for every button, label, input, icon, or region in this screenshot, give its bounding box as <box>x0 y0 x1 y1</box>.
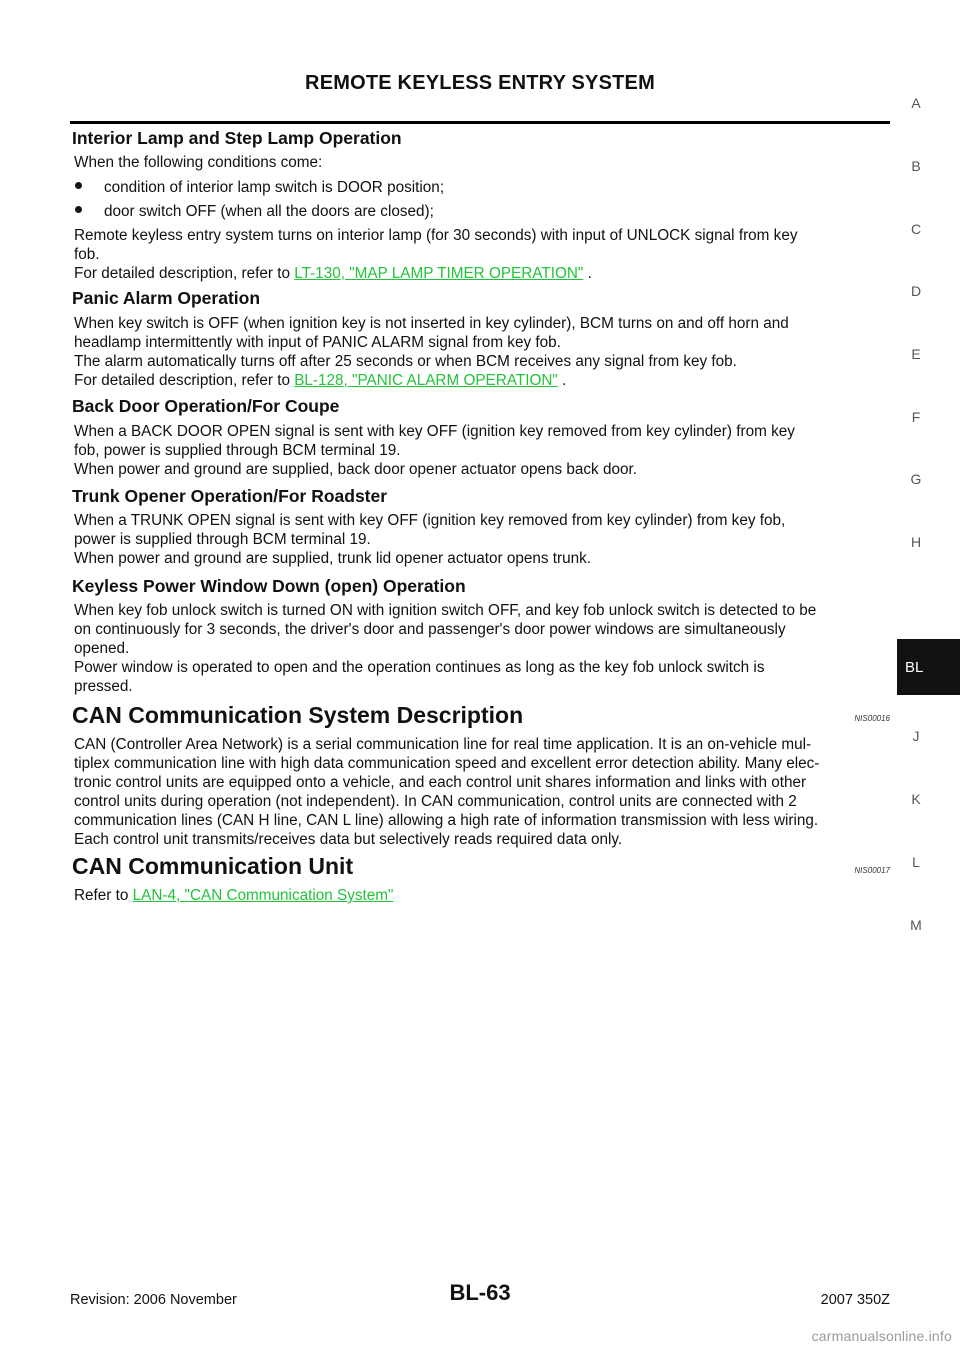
power-window-body-line: on continuously for 3 seconds, the drive… <box>74 621 786 638</box>
section-index-b[interactable]: B <box>911 158 921 174</box>
watermark: carmanualsonline.info <box>811 1328 952 1344</box>
interior-body-line: Remote keyless entry system turns on int… <box>74 227 798 244</box>
power-window-body-line: opened. <box>74 640 130 657</box>
list-item: door switch OFF (when all the doors are … <box>74 202 434 221</box>
section-index-l[interactable]: L <box>912 854 920 870</box>
can-unit-heading: CAN Communication Unit <box>72 853 354 879</box>
trunk-body-line: When a TRUNK OPEN signal is sent with ke… <box>74 512 786 529</box>
section-code: NIS00017 <box>854 866 890 875</box>
panic-body-line: When key switch is OFF (when ignition ke… <box>74 315 789 332</box>
back-door-body-line: fob, power is supplied through BCM termi… <box>74 442 401 459</box>
back-door-heading: Back Door Operation/For Coupe <box>72 396 340 416</box>
footer-revision: Revision: 2006 November <box>70 1292 237 1308</box>
trunk-body-line: When power and ground are supplied, trun… <box>74 550 592 567</box>
section-index-m[interactable]: M <box>910 917 922 933</box>
trunk-opener-heading: Trunk Opener Operation/For Roadster <box>72 486 388 506</box>
bullet-icon <box>74 178 104 197</box>
section-index-f[interactable]: F <box>911 409 921 425</box>
reference-prefix: Refer to <box>74 887 133 904</box>
panic-alarm-heading: Panic Alarm Operation <box>72 288 261 308</box>
section-index-g[interactable]: G <box>910 471 922 487</box>
panic-body-line: headlamp intermittently with input of PA… <box>74 334 561 351</box>
back-door-body-line: When power and ground are supplied, back… <box>74 461 637 478</box>
page-number: BL-63 <box>449 1280 511 1305</box>
trunk-body-line: power is supplied through BCM terminal 1… <box>74 531 371 548</box>
power-window-body-line: pressed. <box>74 678 133 695</box>
reference-prefix: For detailed description, refer to <box>74 265 295 282</box>
can-description-line: tronic control units are equipped onto a… <box>74 774 807 791</box>
reference-suffix: . <box>583 265 592 282</box>
section-index-c[interactable]: C <box>910 221 922 237</box>
footer-model: 2007 350Z <box>820 1292 890 1308</box>
section-index-h[interactable]: H <box>910 534 922 550</box>
section-code: NIS00016 <box>854 714 890 723</box>
interior-reference: For detailed description, refer to LT-13… <box>74 264 890 283</box>
list-item: condition of interior lamp switch is DOO… <box>74 178 444 197</box>
bullet-text: condition of interior lamp switch is DOO… <box>104 179 445 196</box>
bullet-icon <box>74 202 104 221</box>
section-index-bl-active[interactable]: BL <box>897 639 960 695</box>
can-description-line: communication lines (CAN H line, CAN L l… <box>74 812 819 829</box>
reference-prefix: For detailed description, refer to <box>74 372 295 389</box>
panic-reference: For detailed description, refer to BL-12… <box>74 371 890 390</box>
section-index-d[interactable]: D <box>910 283 922 299</box>
power-window-heading: Keyless Power Window Down (open) Operati… <box>72 576 466 596</box>
interior-body-line: fob. <box>74 246 100 263</box>
can-description-line: CAN (Controller Area Network) is a seria… <box>74 736 812 753</box>
map-lamp-timer-link[interactable]: LT-130, "MAP LAMP TIMER OPERATION" <box>294 265 584 282</box>
power-window-body-line: When key fob unlock switch is turned ON … <box>74 602 817 619</box>
section-index-k[interactable]: K <box>911 791 921 807</box>
can-description-line: Each control unit transmits/receives dat… <box>74 831 623 848</box>
section-index-a[interactable]: A <box>911 95 921 111</box>
page-title: REMOTE KEYLESS ENTRY SYSTEM <box>305 72 655 94</box>
reference-suffix: . <box>557 372 567 389</box>
section-index-j[interactable]: J <box>912 728 920 744</box>
panic-body-line: The alarm automatically turns off after … <box>74 353 737 370</box>
can-description-line: tiplex communication line with high data… <box>74 755 820 772</box>
section-index-e[interactable]: E <box>911 346 921 362</box>
can-system-description-heading: CAN Communication System Description <box>72 702 524 728</box>
power-window-body-line: Power window is operated to open and the… <box>74 659 765 676</box>
interior-lamp-heading: Interior Lamp and Step Lamp Operation <box>72 128 402 148</box>
can-description-line: control units during operation (not inde… <box>74 793 797 810</box>
panic-alarm-operation-link[interactable]: BL-128, "PANIC ALARM OPERATION" <box>294 372 558 389</box>
bullet-text: door switch OFF (when all the doors are … <box>104 203 434 220</box>
can-unit-reference: Refer to LAN-4, "CAN Communication Syste… <box>74 886 890 905</box>
interior-intro: When the following conditions come: <box>74 154 323 171</box>
can-communication-system-link[interactable]: LAN-4, "CAN Communication System" <box>132 887 394 904</box>
header-divider <box>70 121 890 124</box>
back-door-body-line: When a BACK DOOR OPEN signal is sent wit… <box>74 423 795 440</box>
